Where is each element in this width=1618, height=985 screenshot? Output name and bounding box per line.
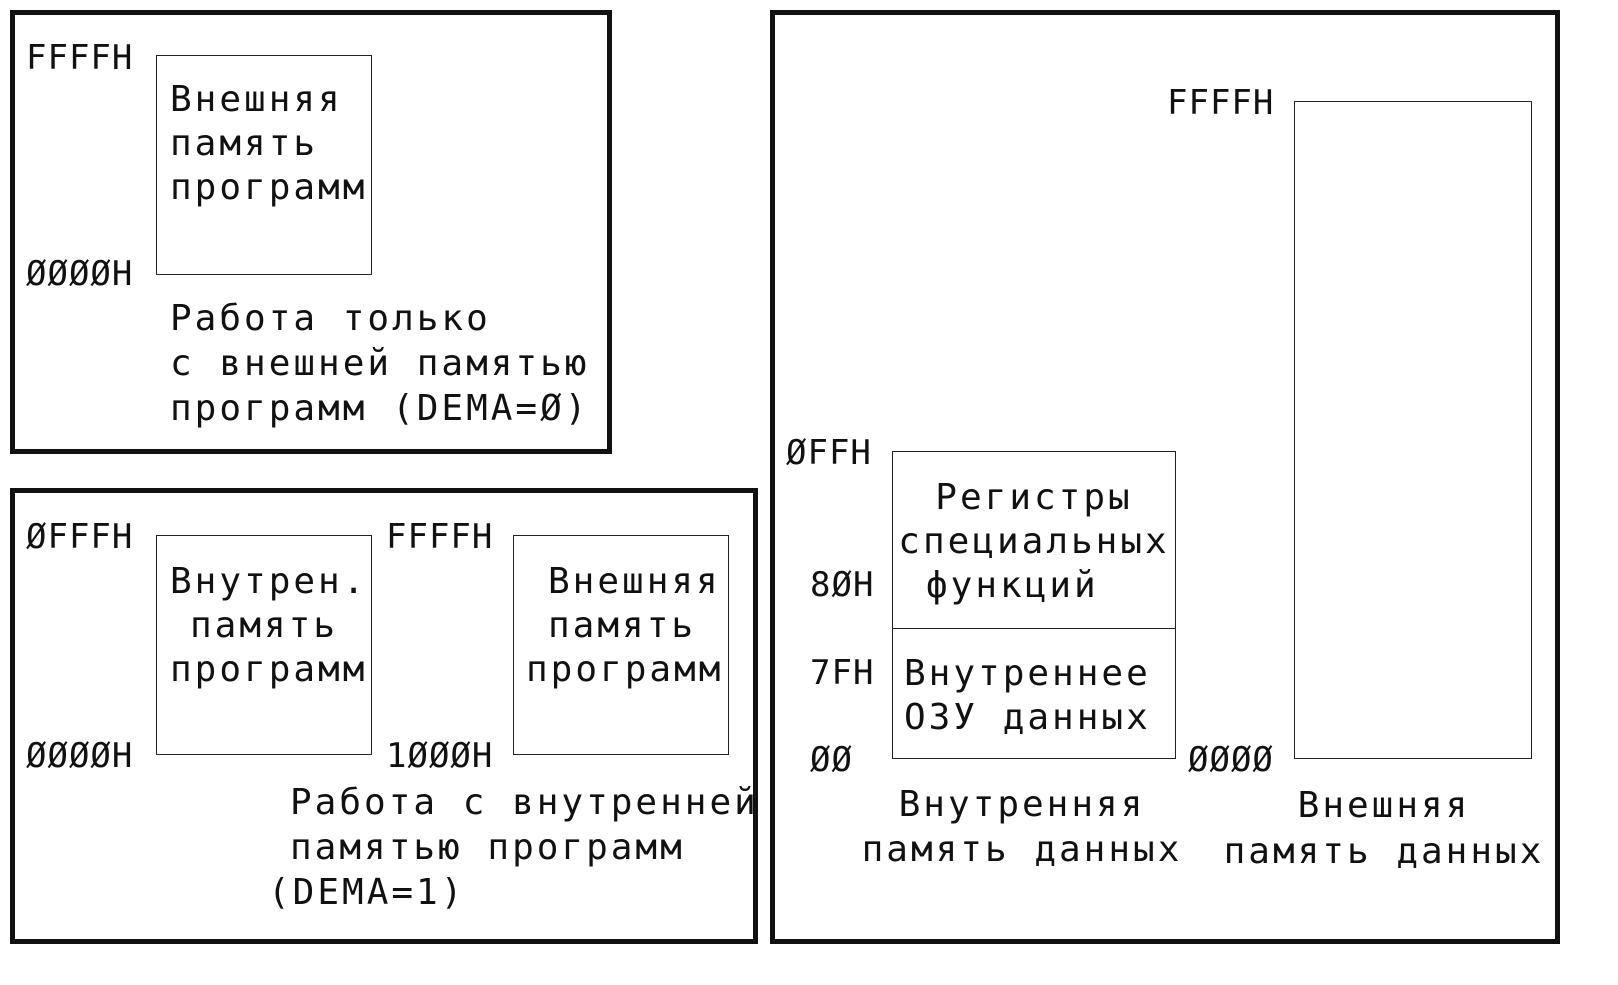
- addr-1000h-label: 1ØØØH: [386, 736, 494, 776]
- internal-data-memory-box: [892, 451, 1176, 759]
- addr-7fh-label: 7FH: [810, 653, 875, 693]
- caption-line-3: (DEMA=1): [268, 872, 466, 913]
- internal-data-caption-line-2: память данных: [861, 829, 1183, 870]
- sfr-line-2: специальных: [898, 521, 1170, 562]
- addr-ffffh-label: FFFFH: [386, 517, 494, 557]
- external-program-memory-line-2: память: [548, 605, 697, 646]
- sfr-line-1: Регистры: [935, 477, 1133, 518]
- internal-program-memory-line-1: Внутрен.: [170, 561, 368, 602]
- sfr-ram-divider: [892, 628, 1176, 629]
- external-data-caption-line-1: Внешняя: [1297, 785, 1471, 826]
- sfr-line-3: функций: [926, 565, 1099, 606]
- internal-ram-line-1: Внутреннее: [904, 653, 1151, 694]
- caption-line-1: Работа только: [170, 298, 491, 339]
- addr-00-label: ØØ: [810, 740, 853, 780]
- external-data-memory-box: [1294, 101, 1532, 759]
- caption-line-3: программ (DEMA=Ø): [170, 388, 590, 429]
- addr-0ffh-label: ØFFH: [786, 433, 872, 473]
- addr-ffffh-label: FFFFH: [1167, 83, 1275, 123]
- caption-line-2: с внешней памятью: [170, 343, 590, 384]
- panel-data-memory: [770, 10, 1560, 944]
- internal-program-memory-line-3: программ: [170, 649, 368, 690]
- caption-line-2: памятью программ: [290, 827, 685, 868]
- internal-ram-line-2: ОЗУ данных: [904, 697, 1151, 738]
- addr-0000h-label: ØØØØH: [26, 736, 134, 776]
- external-program-memory-line-3: программ: [170, 167, 368, 208]
- internal-program-memory-line-2: память: [189, 605, 339, 646]
- addr-0fffh-label: ØFFFH: [26, 517, 134, 557]
- internal-program-memory-box: [156, 535, 372, 755]
- addr-80h-label: 8ØH: [810, 565, 875, 605]
- external-program-memory-line-1: Внешняя: [548, 561, 721, 602]
- external-program-memory-line-1: Внешняя: [170, 79, 343, 120]
- external-program-memory-box: [156, 55, 372, 275]
- caption-line-1: Работа с внутренней: [290, 782, 759, 823]
- external-program-memory-line-2: память: [170, 123, 319, 164]
- addr-0000h-label: ØØØØH: [26, 254, 134, 294]
- external-program-memory-line-3: программ: [526, 649, 724, 690]
- panel-internal-program-memory: [10, 488, 758, 944]
- addr-ffffh-label: FFFFH: [26, 38, 134, 78]
- internal-data-caption-line-1: Внутренняя: [898, 784, 1146, 825]
- external-program-memory-box: [513, 535, 729, 755]
- panel-external-program-memory: [10, 10, 612, 454]
- external-data-caption-line-2: память данных: [1223, 831, 1545, 872]
- addr-0000-label: ØØØØ: [1188, 740, 1274, 780]
